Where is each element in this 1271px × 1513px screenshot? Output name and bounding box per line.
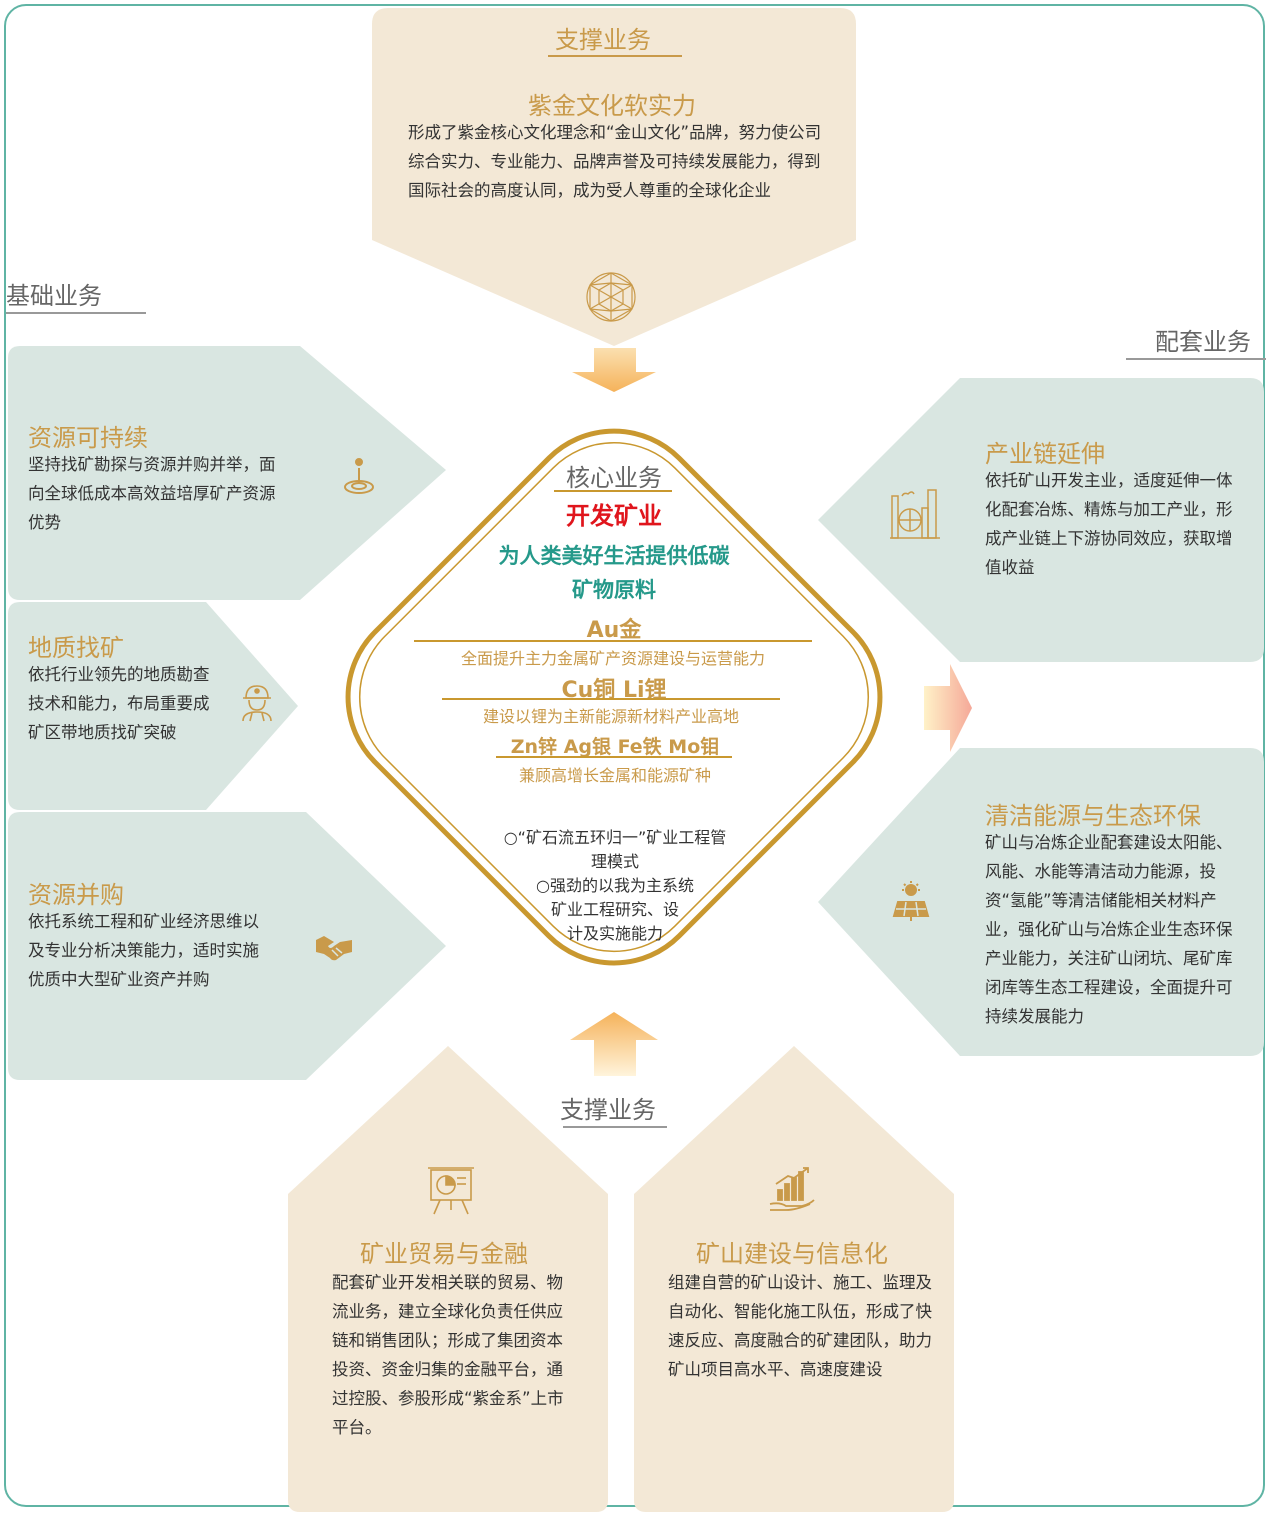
basic-item-2-text: 依托行业领先的地质勘查技术和能力，布局重要成矿区带地质找矿突破 [28, 665, 210, 742]
support-top-underline [548, 55, 682, 57]
outer-frame [4, 4, 1265, 1507]
solar-panel-icon [892, 881, 930, 921]
metal-others-desc: 兼顾高增长金属和能源矿种 [518, 766, 711, 785]
core-title: 开发矿业 [566, 502, 662, 530]
supporting-item-1-text: 依托矿山开发主业，适度延伸一体化配套冶炼、精炼与加工产业，形成产业链上下游协同效… [985, 471, 1233, 577]
core-label: 核心业务 [566, 464, 662, 492]
core-point-2a: ○强劲的以我为主系统 [536, 876, 694, 895]
metal-gold-desc: 全面提升主力金属矿产资源建设与运营能力 [460, 649, 765, 668]
arrow-right [924, 664, 972, 752]
miner-helmet-icon [242, 685, 272, 722]
core-point-2b: 矿业工程研究、设 [550, 900, 679, 919]
support-bottom-1-text: 配套矿业开发相关联的贸易、物流业务，建立全球化负责任供应链和销售团队；形成了集团… [332, 1273, 564, 1437]
basic-item-1-title: 资源可持续 [28, 424, 148, 452]
basic-item-2-title: 地质找矿 [28, 634, 124, 662]
panel-geology [8, 602, 298, 810]
network-globe-icon [586, 272, 636, 322]
arrow-down [572, 348, 656, 392]
support-bottom-label: 支撑业务 [560, 1096, 656, 1124]
support-bottom-2-text: 组建自营的矿山设计、施工、监理及自动化、智能化施工队伍，形成了快速反应、高度融合… [668, 1273, 932, 1379]
handshake-icon [316, 936, 352, 961]
core-mission-line-2: 矿物原料 [572, 578, 656, 602]
support-bottom-2-title: 矿山建设与信息化 [696, 1240, 888, 1268]
supporting-label: 配套业务 [1155, 328, 1251, 356]
core-point-1a: ○“矿石流五环归一”矿业工程管 [503, 828, 727, 847]
metal-others-line [496, 756, 732, 758]
basic-item-3-title: 资源并购 [28, 881, 124, 909]
panel-acquisition [8, 812, 446, 1080]
metal-copper-lithium-line [442, 698, 780, 700]
support-top-text: 形成了紫金核心文化理念和“金山文化”品牌，努力使公司综合实力、专业能力、品牌声誉… [408, 123, 822, 200]
presentation-board-icon [428, 1167, 474, 1215]
arrow-up [570, 1012, 658, 1076]
supporting-underline [1126, 358, 1266, 360]
core-diamond-inner [358, 442, 870, 953]
support-bottom-1-title: 矿业贸易与金融 [360, 1240, 528, 1268]
supporting-item-2-text: 矿山与冶炼企业配套建设太阳能、风能、水能等清洁动力能源，投资“氢能”等清洁储能相… [985, 833, 1233, 1026]
metal-gold: Au金 [586, 618, 642, 643]
metal-copper-lithium-desc: 建设以锂为主新能源新材料产业高地 [482, 707, 739, 726]
supporting-item-1-title: 产业链延伸 [985, 440, 1105, 468]
core-diamond-outer [345, 428, 883, 966]
panel-resource-sustain [8, 346, 446, 600]
basic-item-3-text: 依托系统工程和矿业经济思维以及专业分析决策能力，适时实施优质中大型矿业资产并购 [28, 912, 259, 989]
basic-item-1-text: 坚持找矿勘探与资源并购并举，面向全球低成本高效益培厚矿产资源优势 [28, 455, 276, 532]
growth-chart-hand-icon [769, 1167, 815, 1211]
top-support-panel [372, 8, 856, 346]
basic-label: 基础业务 [6, 282, 102, 310]
panel-clean-energy [818, 748, 1264, 1056]
factory-icon [890, 489, 940, 539]
support-top-title: 紫金文化软实力 [528, 92, 696, 120]
panel-trade-finance [288, 1046, 608, 1512]
core-mission-line-1: 为人类美好生活提供低碳 [498, 544, 730, 568]
metal-gold-line [414, 640, 812, 642]
location-pin-icon [344, 458, 374, 494]
core-point-2c: 计及实施能力 [566, 924, 663, 943]
basic-underline [6, 312, 146, 314]
core-label-underline [554, 490, 672, 492]
panel-industry-chain [818, 378, 1264, 662]
panel-mine-construction [634, 1046, 954, 1512]
metal-others: Zn锌 Ag银 Fe铁 Mo钼 [510, 736, 720, 758]
supporting-item-2-title: 清洁能源与生态环保 [985, 802, 1201, 830]
support-top-label: 支撑业务 [555, 26, 651, 54]
support-bottom-underline [563, 1126, 667, 1128]
core-point-1b: 理模式 [590, 852, 639, 871]
